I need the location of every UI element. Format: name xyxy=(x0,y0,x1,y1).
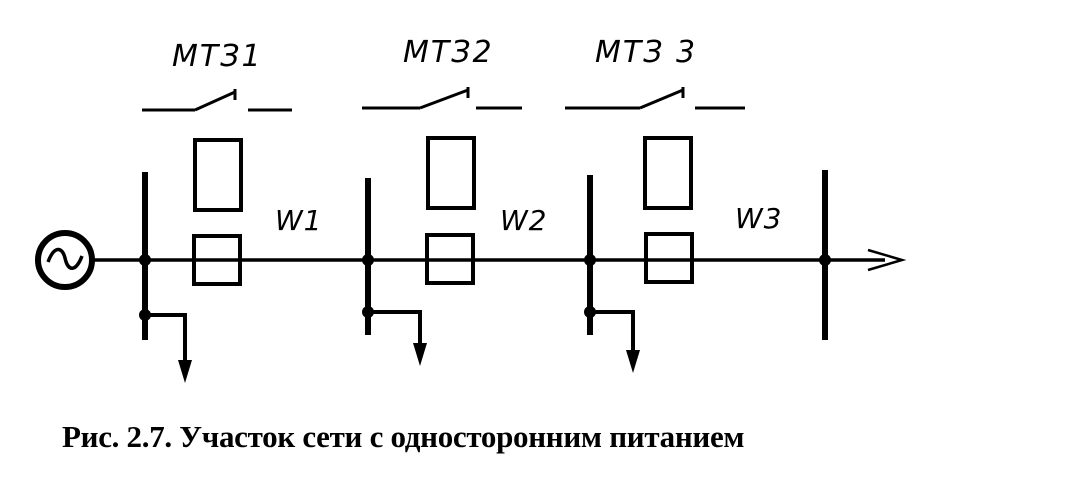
generator-icon xyxy=(35,230,95,290)
load-tap-1 xyxy=(145,313,192,383)
busbar-3 xyxy=(584,175,596,335)
line-label-w1: W1 xyxy=(275,204,323,237)
load-tap-2 xyxy=(368,310,427,366)
relay-2 xyxy=(426,136,476,210)
breaker-contact-2 xyxy=(362,87,522,110)
relay-label-3: МТЗ 3 xyxy=(595,35,697,70)
current-transformer-3 xyxy=(644,232,694,284)
breaker-contact-1 xyxy=(142,89,292,112)
relay-1 xyxy=(193,138,243,212)
power-flow-arrow-icon xyxy=(867,248,907,272)
breaker-contact-3 xyxy=(565,87,745,110)
busbar-end xyxy=(819,170,831,340)
current-transformer-2 xyxy=(425,233,475,285)
line-label-w2: W2 xyxy=(500,204,548,237)
relay-label-1: МТЗ1 xyxy=(172,39,263,74)
relay-3 xyxy=(643,136,693,210)
line-label-w3: W3 xyxy=(735,202,783,235)
relay-label-2: МТЗ2 xyxy=(403,35,494,70)
figure-caption: Рис. 2.7. Участок сети с односторонним п… xyxy=(62,419,745,454)
load-tap-3 xyxy=(590,310,640,373)
current-transformer-1 xyxy=(192,234,242,286)
